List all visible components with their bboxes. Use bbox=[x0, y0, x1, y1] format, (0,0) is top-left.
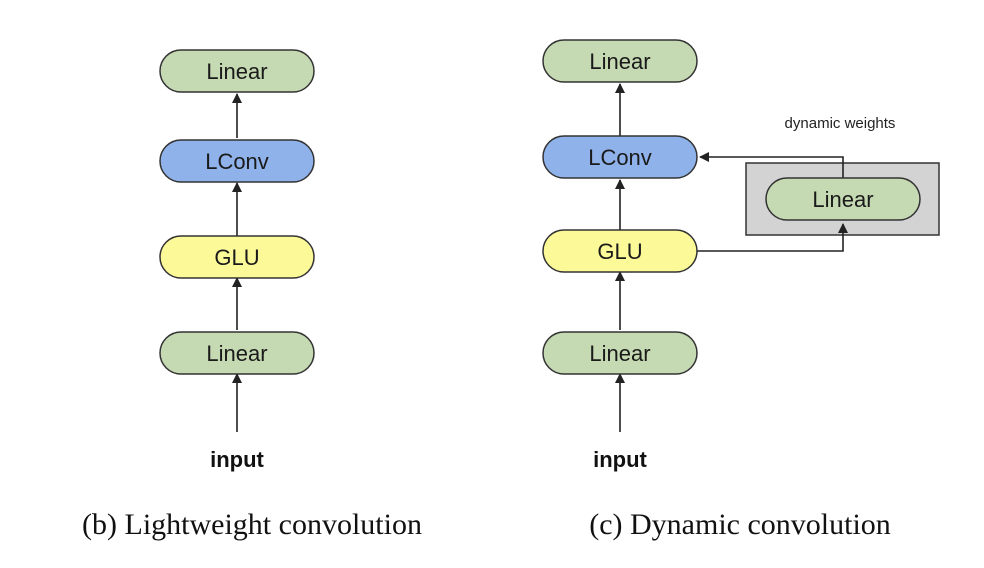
node-label: GLU bbox=[214, 245, 259, 270]
panel-lightweight-convolution: Linear LConv GLU Linear input bbox=[159, 49, 315, 472]
node-linear-top: Linear bbox=[542, 39, 698, 83]
node-label: Linear bbox=[589, 341, 650, 366]
node-linear-bottom: Linear bbox=[542, 331, 698, 375]
caption-dynamic-convolution: (c) Dynamic convolution bbox=[589, 508, 891, 541]
panel-dynamic-convolution: dynamic weights Linear LConv GLU Linear … bbox=[542, 39, 940, 472]
input-label: input bbox=[593, 447, 647, 472]
arrow-side-linear-to-lconv bbox=[699, 152, 844, 178]
node-label: GLU bbox=[597, 239, 642, 264]
node-label: LConv bbox=[205, 149, 269, 174]
caption-lightweight-convolution: (b) Lightweight convolution bbox=[82, 508, 422, 541]
node-side-linear: Linear bbox=[765, 177, 921, 221]
node-label: Linear bbox=[206, 341, 267, 366]
node-glu: GLU bbox=[542, 229, 698, 273]
node-linear-bottom: Linear bbox=[159, 331, 315, 375]
node-glu: GLU bbox=[159, 235, 315, 279]
node-label: Linear bbox=[589, 49, 650, 74]
node-linear-top: Linear bbox=[159, 49, 315, 93]
node-label: Linear bbox=[206, 59, 267, 84]
node-lconv: LConv bbox=[542, 135, 698, 179]
arrow-glu-to-side-linear bbox=[697, 223, 848, 252]
input-label: input bbox=[210, 447, 264, 472]
node-label: LConv bbox=[588, 145, 652, 170]
node-lconv: LConv bbox=[159, 139, 315, 183]
dynamic-weights-label: dynamic weights bbox=[785, 115, 896, 132]
diagram-canvas: Linear LConv GLU Linear input dynamic we… bbox=[159, 39, 940, 472]
node-label: Linear bbox=[812, 187, 873, 212]
